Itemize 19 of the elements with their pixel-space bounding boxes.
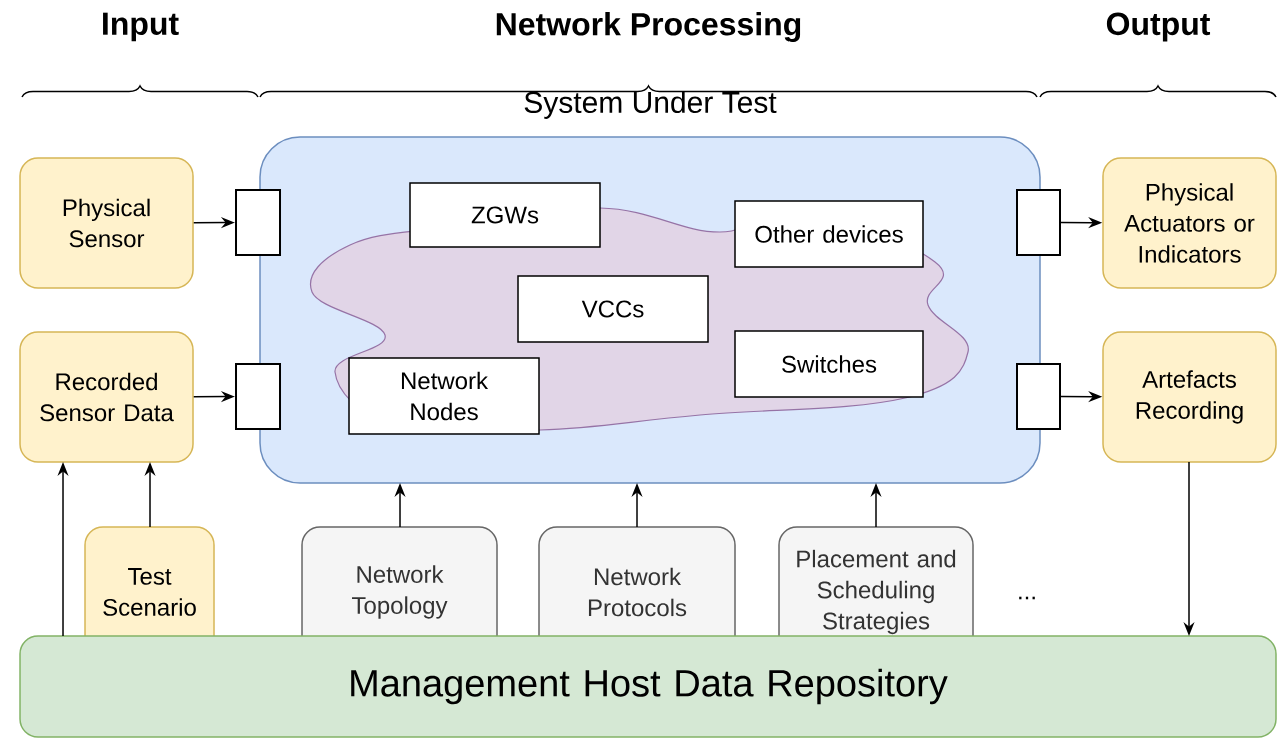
ellipsis: ...: [1019, 596, 1035, 600]
output-box: Physical Actuators or Indicators: [1102, 157, 1277, 289]
device-box: Network Nodes: [348, 357, 540, 435]
port-box: [1016, 363, 1061, 430]
repository-box: Management Host Data Repository: [19, 635, 1277, 738]
output-box: Artefacts Recording: [1102, 331, 1277, 463]
port-box: [235, 189, 281, 256]
device-box: VCCs: [517, 275, 709, 343]
device-box: Other devices: [734, 200, 924, 268]
port-box: [235, 363, 281, 430]
input-box: Recorded Sensor Data: [19, 331, 194, 463]
section-heading: Input: [103, 12, 179, 42]
device-box: Switches: [734, 330, 924, 398]
section-heading: Output: [1106, 12, 1211, 42]
device-box: ZGWs: [409, 182, 601, 248]
port-box: [1016, 189, 1061, 256]
input-box: Physical Sensor: [19, 157, 194, 289]
section-heading: Network Processing: [496, 12, 801, 42]
box-heading: System Under Test: [524, 91, 777, 119]
